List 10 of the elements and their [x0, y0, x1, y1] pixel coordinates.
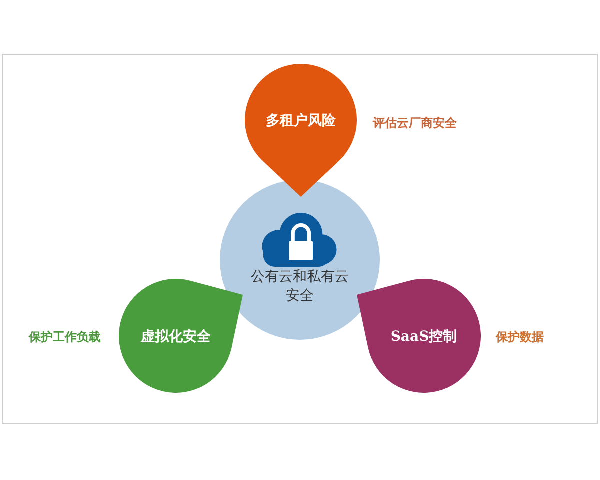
- node-label: 公有云和私有云安全: [250, 268, 350, 306]
- node-label: 多租户风险: [266, 112, 336, 130]
- teardrop-shape: [357, 279, 481, 393]
- annotation-text: 评估云厂商安全: [373, 115, 457, 131]
- node-label: 虚拟化安全: [141, 328, 211, 346]
- teardrop-shape: [119, 279, 243, 393]
- annotation-text: 保护数据: [496, 329, 544, 345]
- annotation-text: 保护工作负载: [29, 329, 101, 345]
- node-label: SaaS控制: [390, 328, 458, 346]
- teardrop-shape: [245, 64, 357, 197]
